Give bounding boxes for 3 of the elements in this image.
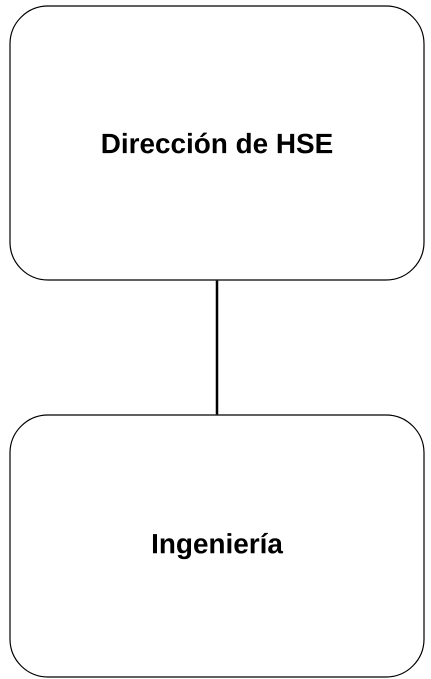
connector-line bbox=[216, 280, 218, 414]
rounded-box: Dirección de HSE bbox=[9, 5, 425, 281]
rounded-box: Ingeniería bbox=[9, 414, 425, 678]
